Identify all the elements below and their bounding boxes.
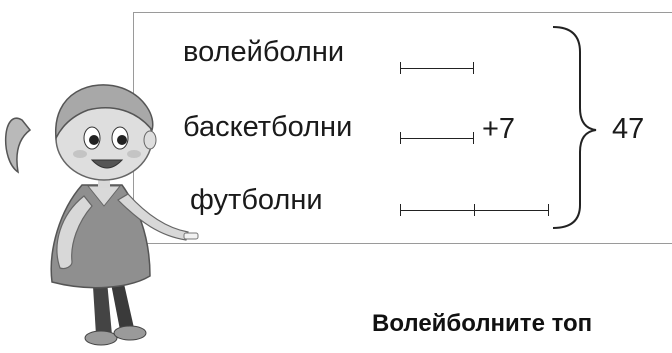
segment-tick [548, 204, 549, 216]
segment-tick [400, 204, 401, 216]
plus-seven-label: +7 [482, 113, 516, 145]
curly-brace [552, 26, 597, 229]
segment-volleyball [400, 68, 474, 69]
segment-tick [473, 132, 474, 144]
segment-tick [474, 204, 475, 216]
segment-basketball [400, 138, 474, 139]
total-value: 47 [612, 113, 645, 145]
whiteboard [133, 12, 672, 244]
segment-tick [473, 62, 474, 74]
caption-text: Волейболните топ [372, 310, 593, 337]
segment-tick [400, 62, 401, 74]
row-label-football: футболни [190, 184, 323, 216]
row-label-basketball: баскетболни [183, 111, 353, 143]
segment-tick [400, 132, 401, 144]
row-label-volleyball: волейболни [183, 36, 345, 68]
